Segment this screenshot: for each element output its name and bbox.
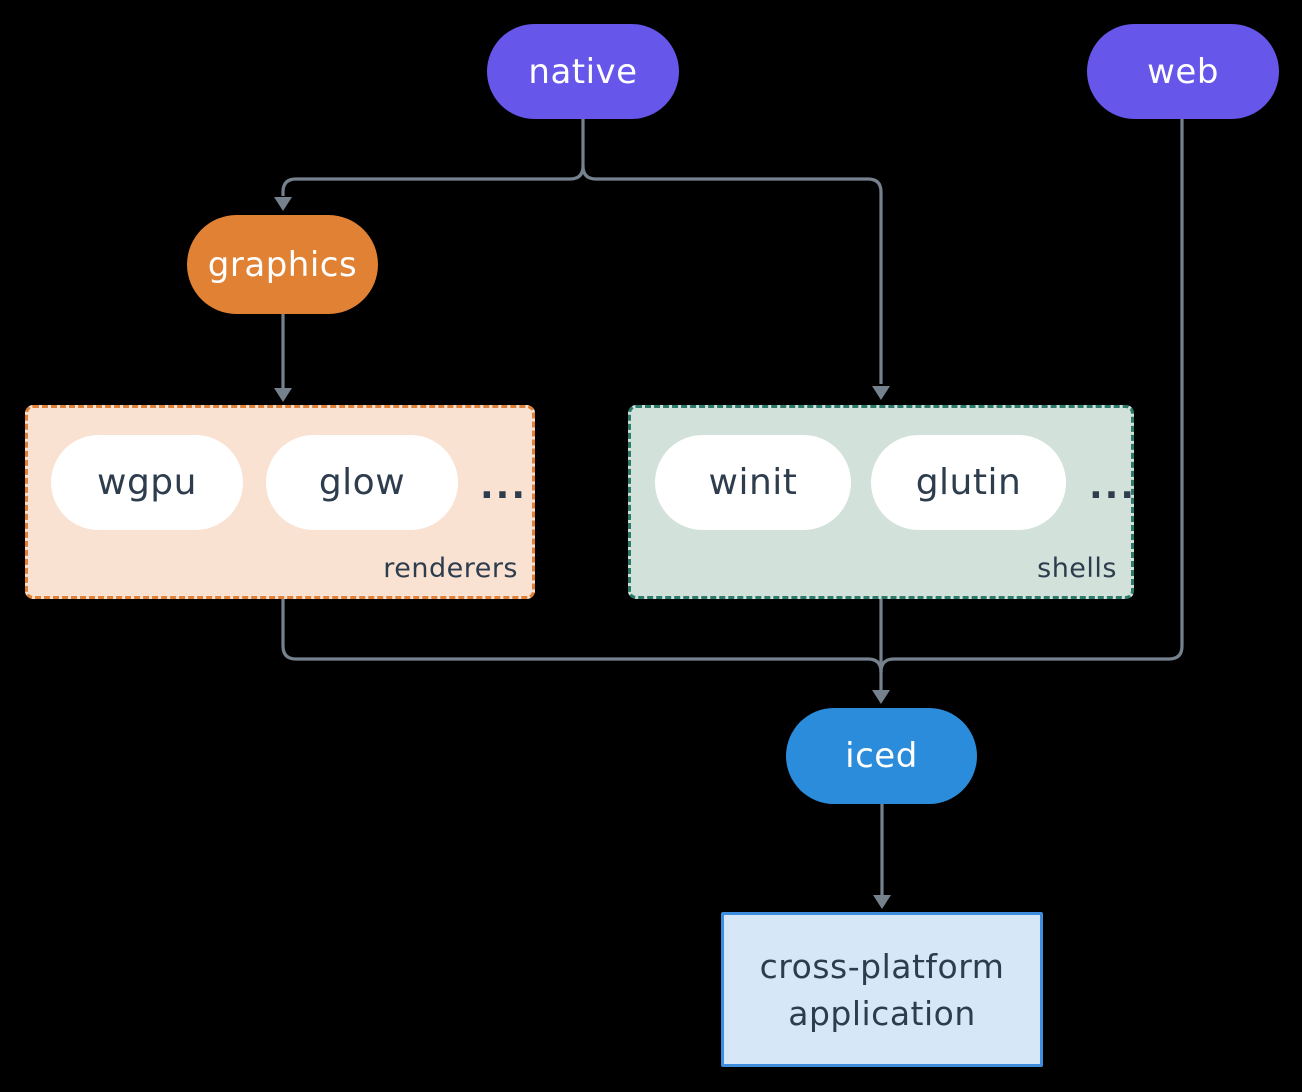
node-graphics[interactable]: graphics xyxy=(187,215,378,314)
node-iced-label: iced xyxy=(845,736,918,776)
node-graphics-label: graphics xyxy=(207,244,358,285)
node-wgpu-label: wgpu xyxy=(97,462,197,503)
node-glow-label: glow xyxy=(318,462,406,503)
arrowhead-app xyxy=(873,895,891,909)
node-winit-label: winit xyxy=(708,462,798,503)
arrowhead-renderers xyxy=(274,388,292,402)
shells-ellipsis: ... xyxy=(1089,466,1137,507)
renderers-group-label: renderers xyxy=(383,553,518,584)
group-renderers: wgpu glow ... renderers xyxy=(25,405,535,599)
app-label-line1: cross-platform xyxy=(759,946,1005,986)
app-label-line2: application xyxy=(788,993,976,1033)
node-glow[interactable]: glow xyxy=(266,435,458,530)
node-iced[interactable]: iced xyxy=(786,708,977,804)
node-cross-platform-application[interactable]: cross-platform application xyxy=(721,912,1043,1067)
edge-renderers-to-iced xyxy=(281,599,883,673)
edge-native-to-graphics xyxy=(281,119,585,196)
arrowhead-shells xyxy=(872,386,890,400)
shells-group-label: shells xyxy=(1037,553,1117,584)
node-web-label: web xyxy=(1147,51,1219,92)
renderers-ellipsis: ... xyxy=(480,466,528,507)
node-glutin[interactable]: glutin xyxy=(871,435,1066,530)
node-web[interactable]: web xyxy=(1087,24,1279,119)
edge-native-to-shells xyxy=(581,165,883,384)
group-shells: winit glutin ... shells xyxy=(628,405,1134,599)
node-native[interactable]: native xyxy=(487,24,679,119)
arrowhead-iced xyxy=(872,690,890,704)
node-winit[interactable]: winit xyxy=(655,435,851,530)
node-wgpu[interactable]: wgpu xyxy=(51,435,243,530)
node-glutin-label: glutin xyxy=(915,462,1022,503)
arrowhead-graphics xyxy=(274,197,292,211)
node-native-label: native xyxy=(528,51,638,92)
